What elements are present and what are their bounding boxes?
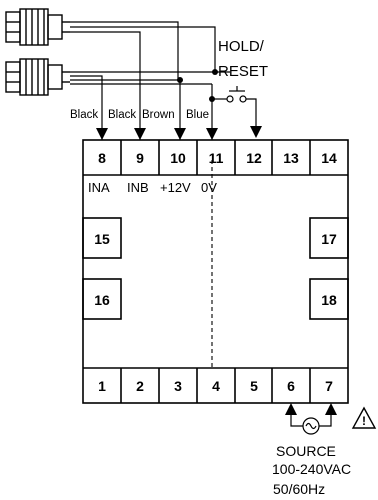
sensor-1-wires — [70, 21, 216, 140]
terminal-14: 14 — [321, 150, 337, 166]
terminal-12: 12 — [246, 150, 262, 166]
terminal-11: 11 — [209, 150, 224, 166]
signal-label-0v: 0V — [201, 180, 217, 195]
wire-label: Black — [108, 109, 136, 121]
sensor-2 — [5, 58, 70, 96]
terminal-1: 1 — [98, 378, 106, 394]
terminal-block — [82, 139, 349, 404]
side-terminals — [82, 217, 349, 320]
svg-text:!: ! — [362, 414, 366, 428]
source-arrows — [285, 403, 337, 415]
terminal-13: 13 — [283, 150, 299, 166]
wire-label: Brown — [142, 109, 175, 121]
source-frequency: 50/60Hz — [273, 481, 325, 497]
terminal-6: 6 — [287, 378, 295, 394]
terminal-17: 17 — [321, 231, 337, 247]
hold-reset-switch — [212, 86, 257, 126]
junction-dot — [177, 77, 183, 83]
terminal-2: 2 — [136, 378, 144, 394]
terminal-9: 9 — [136, 150, 144, 166]
terminal-16: 16 — [94, 292, 110, 308]
input-arrows — [96, 126, 262, 140]
source-voltage: 100-240VAC — [272, 461, 351, 477]
ac-source-wiring — [290, 415, 332, 435]
signal-label-inb: INB — [127, 180, 149, 195]
sensor-2-wires — [70, 71, 230, 140]
terminal-15: 15 — [94, 231, 110, 247]
terminal-8: 8 — [98, 150, 106, 166]
terminal-7: 7 — [325, 378, 333, 394]
signal-label-ina: INA — [88, 180, 110, 195]
switch-label-reset: RESET — [218, 63, 268, 80]
signal-label-12v: +12V — [160, 180, 191, 195]
terminal-4: 4 — [212, 378, 220, 394]
wire-label: Blue — [186, 109, 209, 121]
terminal-18: 18 — [321, 292, 337, 308]
warning-icon: ! — [351, 406, 377, 429]
source-label: SOURCE — [276, 443, 336, 459]
terminal-5: 5 — [250, 378, 258, 394]
terminal-10: 10 — [170, 150, 186, 166]
bottom-terminal-row — [83, 367, 348, 403]
sensor-1 — [5, 8, 70, 46]
junction-dot — [212, 69, 218, 75]
top-terminal-row — [83, 140, 348, 176]
terminal-3: 3 — [174, 378, 182, 394]
switch-label-hold: HOLD/ — [218, 38, 265, 55]
wire-label: Black — [70, 109, 98, 121]
